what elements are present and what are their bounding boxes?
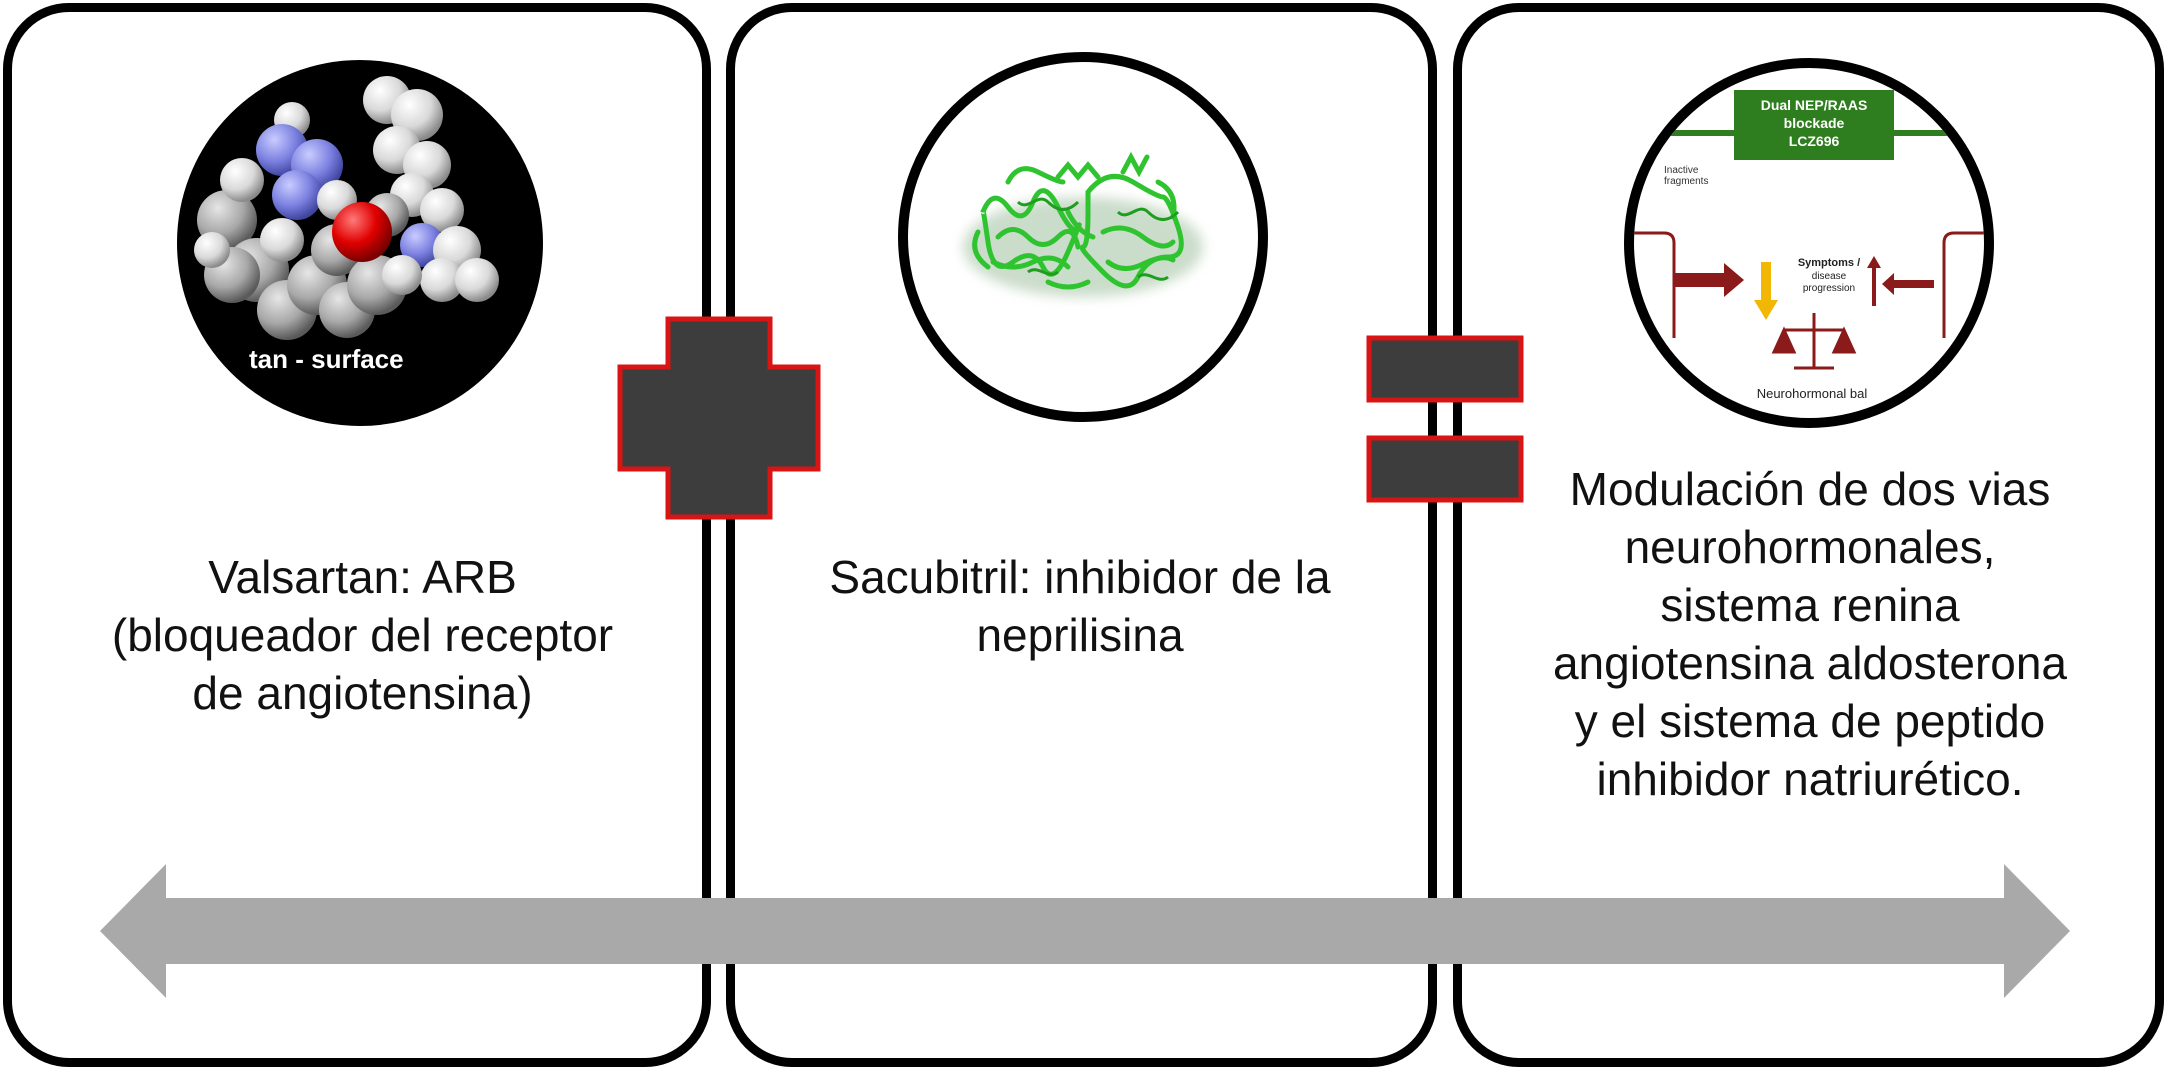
lcz696-box-line-2: blockade <box>1784 115 1845 131</box>
caption-line: neurohormonales, <box>1624 521 1996 573</box>
caption-line: sistema renina <box>1660 579 1960 631</box>
caption-line: angiotensina aldosterona <box>1552 637 2068 689</box>
neurohormonal-label: Neurohormonal bal <box>1757 386 1868 401</box>
caption-line: inhibidor natriurético. <box>1596 753 2024 805</box>
valsartan-molecule-image: tan - surface <box>177 60 543 426</box>
inactive-label-1: Inactive <box>1664 165 1699 176</box>
neprilysin-protein-image <box>898 52 1268 422</box>
lcz696-box-line-3: LCZ696 <box>1789 133 1840 149</box>
caption-line: neprilisina <box>976 609 1184 661</box>
lcz696-box-line-1: Dual NEP/RAAS <box>1761 97 1868 113</box>
symptoms-label-2: disease <box>1812 271 1847 282</box>
symptoms-label-3: progression <box>1803 283 1855 294</box>
plus-sign <box>617 316 821 520</box>
symptoms-label-1: Symptoms / <box>1798 257 1860 269</box>
modulation-caption: Modulación de dos vias neurohormonales, … <box>1500 460 2120 808</box>
caption-line: Modulación de dos vias <box>1569 463 2051 515</box>
equals-sign <box>1366 335 1524 503</box>
sacubitril-caption: Sacubitril: inhibidor de la neprilisina <box>780 548 1380 664</box>
caption-line: (bloqueador del receptor <box>111 609 614 661</box>
caption-line: y el sistema de peptido <box>1574 695 2046 747</box>
caption-line: de angiotensina) <box>192 667 533 719</box>
double-headed-arrow <box>100 864 2070 998</box>
inactive-label-2: fragments <box>1664 176 1708 187</box>
valsartan-caption: Valsartan: ARB (bloqueador del receptor … <box>70 548 655 722</box>
caption-line: Valsartan: ARB <box>208 551 517 603</box>
lcz696-diagram-image: Dual NEP/RAAS blockade LCZ696 Inactive f… <box>1624 58 1994 428</box>
caption-line: Sacubitril: inhibidor de la <box>829 551 1331 603</box>
valsartan-image-label: tan - surface <box>249 344 404 374</box>
